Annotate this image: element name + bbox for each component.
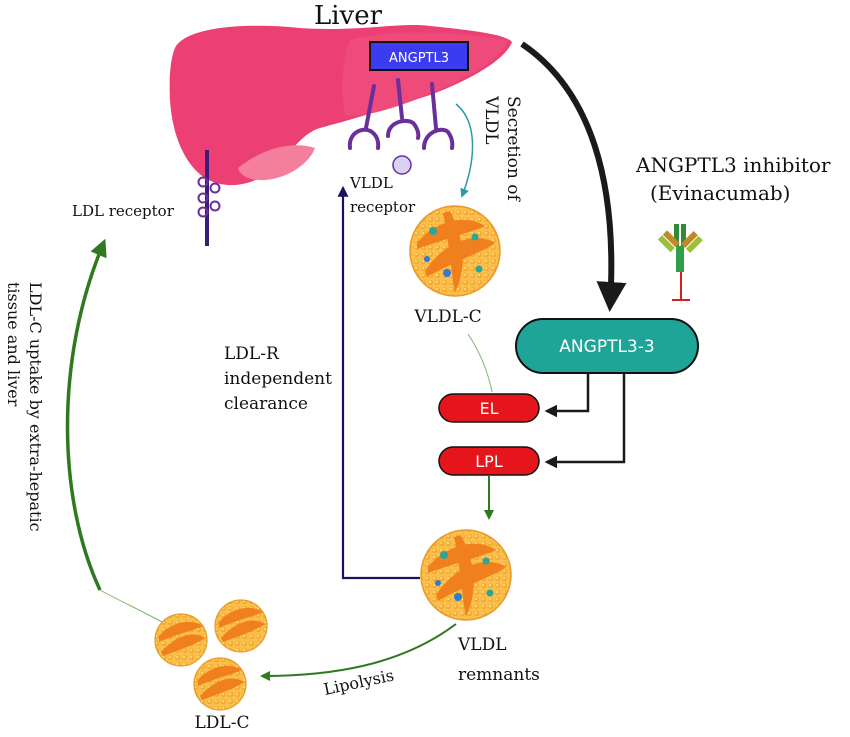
vldl-c-particle: [409, 205, 501, 297]
ldl-c-label: LDL-C: [195, 713, 250, 733]
vldl-remnants-particle: [420, 529, 512, 621]
vldl-to-enzymes-line: [467, 333, 493, 393]
lpl-label: LPL: [475, 452, 503, 471]
angptl3-liver-label: ANGPTL3: [389, 51, 449, 66]
vldl-remnants-label-2: remnants: [458, 665, 540, 685]
vldl-receptor-ligand: [392, 155, 412, 175]
ldl-c-particles: [154, 599, 268, 711]
ldlr-independent-label-3: clearance: [224, 394, 308, 414]
ldl-receptor-label: LDL receptor: [72, 202, 175, 220]
vldl-remnants-label-1: VLDL: [457, 635, 507, 655]
ldlr-independent-clearance-arrow: [337, 185, 420, 580]
uptake-label-1: LDL-C uptake by extra-hepatic: [26, 282, 45, 532]
ldlr-independent-label-1: LDL-R: [224, 344, 280, 364]
inhibitor-label-2: (Evinacumab): [650, 181, 790, 205]
uptake-label: LDL-C uptake by extra-hepatic tissue and…: [4, 282, 45, 532]
vldl-receptor-label-1: VLDL: [349, 174, 393, 192]
inhibitor-label-1: ANGPTL3 inhibitor: [635, 153, 831, 177]
angptl3-to-lpl-arrow: [544, 373, 626, 469]
secretion-label-1: Secretion of: [503, 96, 523, 203]
antibody-icon: [657, 224, 703, 272]
uptake-label-2: tissue and liver: [4, 282, 23, 407]
angptl3-secretion-arrow: [520, 41, 627, 312]
secretion-label-2: VLDL: [481, 95, 501, 145]
vldl-receptor-label-2: receptor: [350, 198, 416, 216]
ldlr-independent-label-2: independent: [224, 369, 332, 389]
el-label: EL: [479, 399, 498, 418]
ldl-c-uptake-arrow: [65, 238, 107, 591]
angptl3-liver-box: [369, 41, 469, 71]
angptl3-3-box: [515, 318, 699, 374]
page-title: Liver: [314, 1, 383, 31]
angptl3-3-label: ANGPTL3-3: [559, 337, 654, 357]
ldl-c-connector: [99, 589, 163, 623]
angptl3-to-el-arrow: [544, 373, 590, 418]
ldl-receptor: [197, 150, 221, 246]
el-enzyme: [438, 393, 540, 423]
inhibition-mark: [672, 272, 690, 301]
lipolysis-arrow: [260, 623, 457, 681]
secretion-arrow: [455, 103, 474, 198]
secretion-label: Secretion of VLDL: [481, 95, 523, 203]
vldl-receptors: [347, 78, 455, 150]
vldl-c-label: VLDL-C: [413, 307, 481, 327]
